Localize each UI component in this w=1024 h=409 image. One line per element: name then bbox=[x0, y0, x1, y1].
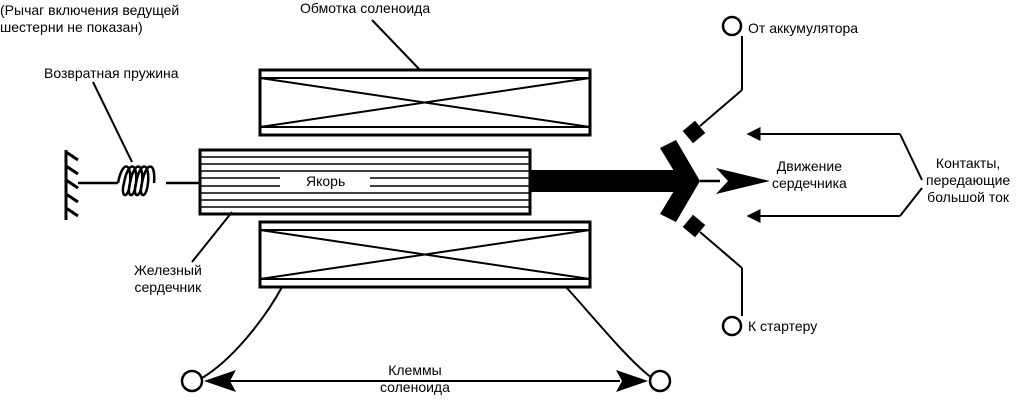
battery-terminal bbox=[721, 15, 743, 37]
terminal-left bbox=[180, 369, 204, 393]
return-spring bbox=[78, 165, 200, 197]
terminals-label: Клеммы соленоида bbox=[380, 362, 450, 396]
spring-leader-line bbox=[92, 81, 133, 163]
wall-mount bbox=[64, 150, 79, 220]
plunger-head bbox=[660, 140, 700, 222]
winding-label: Обмотка соленоида bbox=[300, 0, 431, 16]
core-motion-line-2: сердечника bbox=[772, 175, 847, 191]
note-line-1: (Рычаг включения ведущей bbox=[0, 2, 180, 18]
note-line-2: шестерни не показан) bbox=[0, 19, 143, 35]
contacts-line-1: Контакты, bbox=[935, 155, 1001, 171]
terminals-arrow bbox=[204, 370, 648, 392]
contacts-line-3: большой ток bbox=[927, 189, 1010, 205]
from-battery-label: От аккумулятора bbox=[748, 20, 859, 36]
terminal-wires bbox=[201, 286, 653, 379]
core-motion-label: Движение сердечника bbox=[772, 158, 847, 192]
contacts-label: Контакты, передающие большой ток bbox=[926, 155, 1010, 206]
solenoid-winding-top bbox=[258, 68, 592, 137]
iron-core-line-2: сердечник bbox=[134, 279, 202, 295]
armature-core bbox=[198, 148, 532, 216]
terminal-right bbox=[648, 369, 672, 393]
return-spring-label: Возвратная пружина bbox=[44, 65, 179, 81]
to-starter-label: К стартеру bbox=[748, 318, 818, 334]
contacts-arrows bbox=[746, 127, 923, 223]
plunger-rod bbox=[530, 170, 680, 192]
note-label: (Рычаг включения ведущей шестерни не пок… bbox=[0, 2, 179, 36]
contacts-line-2: передающие bbox=[926, 172, 1011, 188]
high-current-contacts bbox=[682, 36, 743, 316]
armature-label: Якорь bbox=[302, 173, 350, 190]
terminals-line-2: соленоида bbox=[380, 379, 450, 395]
core-motion-line-1: Движение bbox=[776, 158, 843, 174]
winding-leader-line bbox=[371, 19, 421, 71]
iron-core-label: Железный сердечник bbox=[134, 262, 202, 296]
iron-core-line-1: Железный bbox=[134, 262, 202, 278]
core-leader-line bbox=[191, 211, 233, 263]
terminals-line-1: Клеммы bbox=[388, 362, 442, 378]
starter-terminal bbox=[721, 315, 743, 337]
core-motion-arrow bbox=[700, 168, 770, 194]
solenoid-winding-bottom bbox=[258, 220, 592, 289]
